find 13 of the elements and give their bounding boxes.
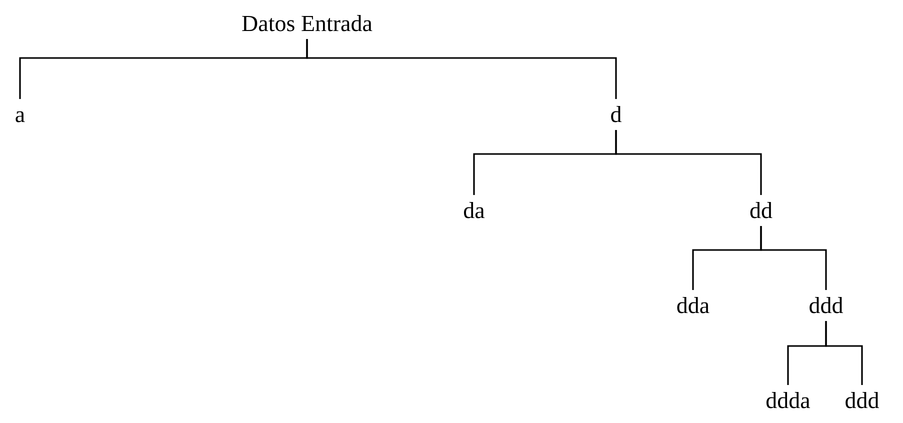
tree-connector — [306, 39, 617, 99]
tree-connector — [760, 226, 827, 290]
tree-connector — [825, 321, 863, 385]
tree-node-label: d — [609, 103, 623, 127]
tree-node-label: a — [14, 103, 26, 127]
tree-connector — [615, 130, 762, 195]
tree-node-label: dd — [748, 199, 774, 223]
tree-node-label: ddd — [808, 294, 844, 318]
tree-node-label: ddda — [764, 389, 812, 413]
tree-node-label: dda — [675, 294, 711, 318]
tree-node-label: da — [462, 199, 486, 223]
root-label: Datos Entrada — [240, 12, 374, 36]
tree-node-label: ddd — [844, 389, 880, 413]
